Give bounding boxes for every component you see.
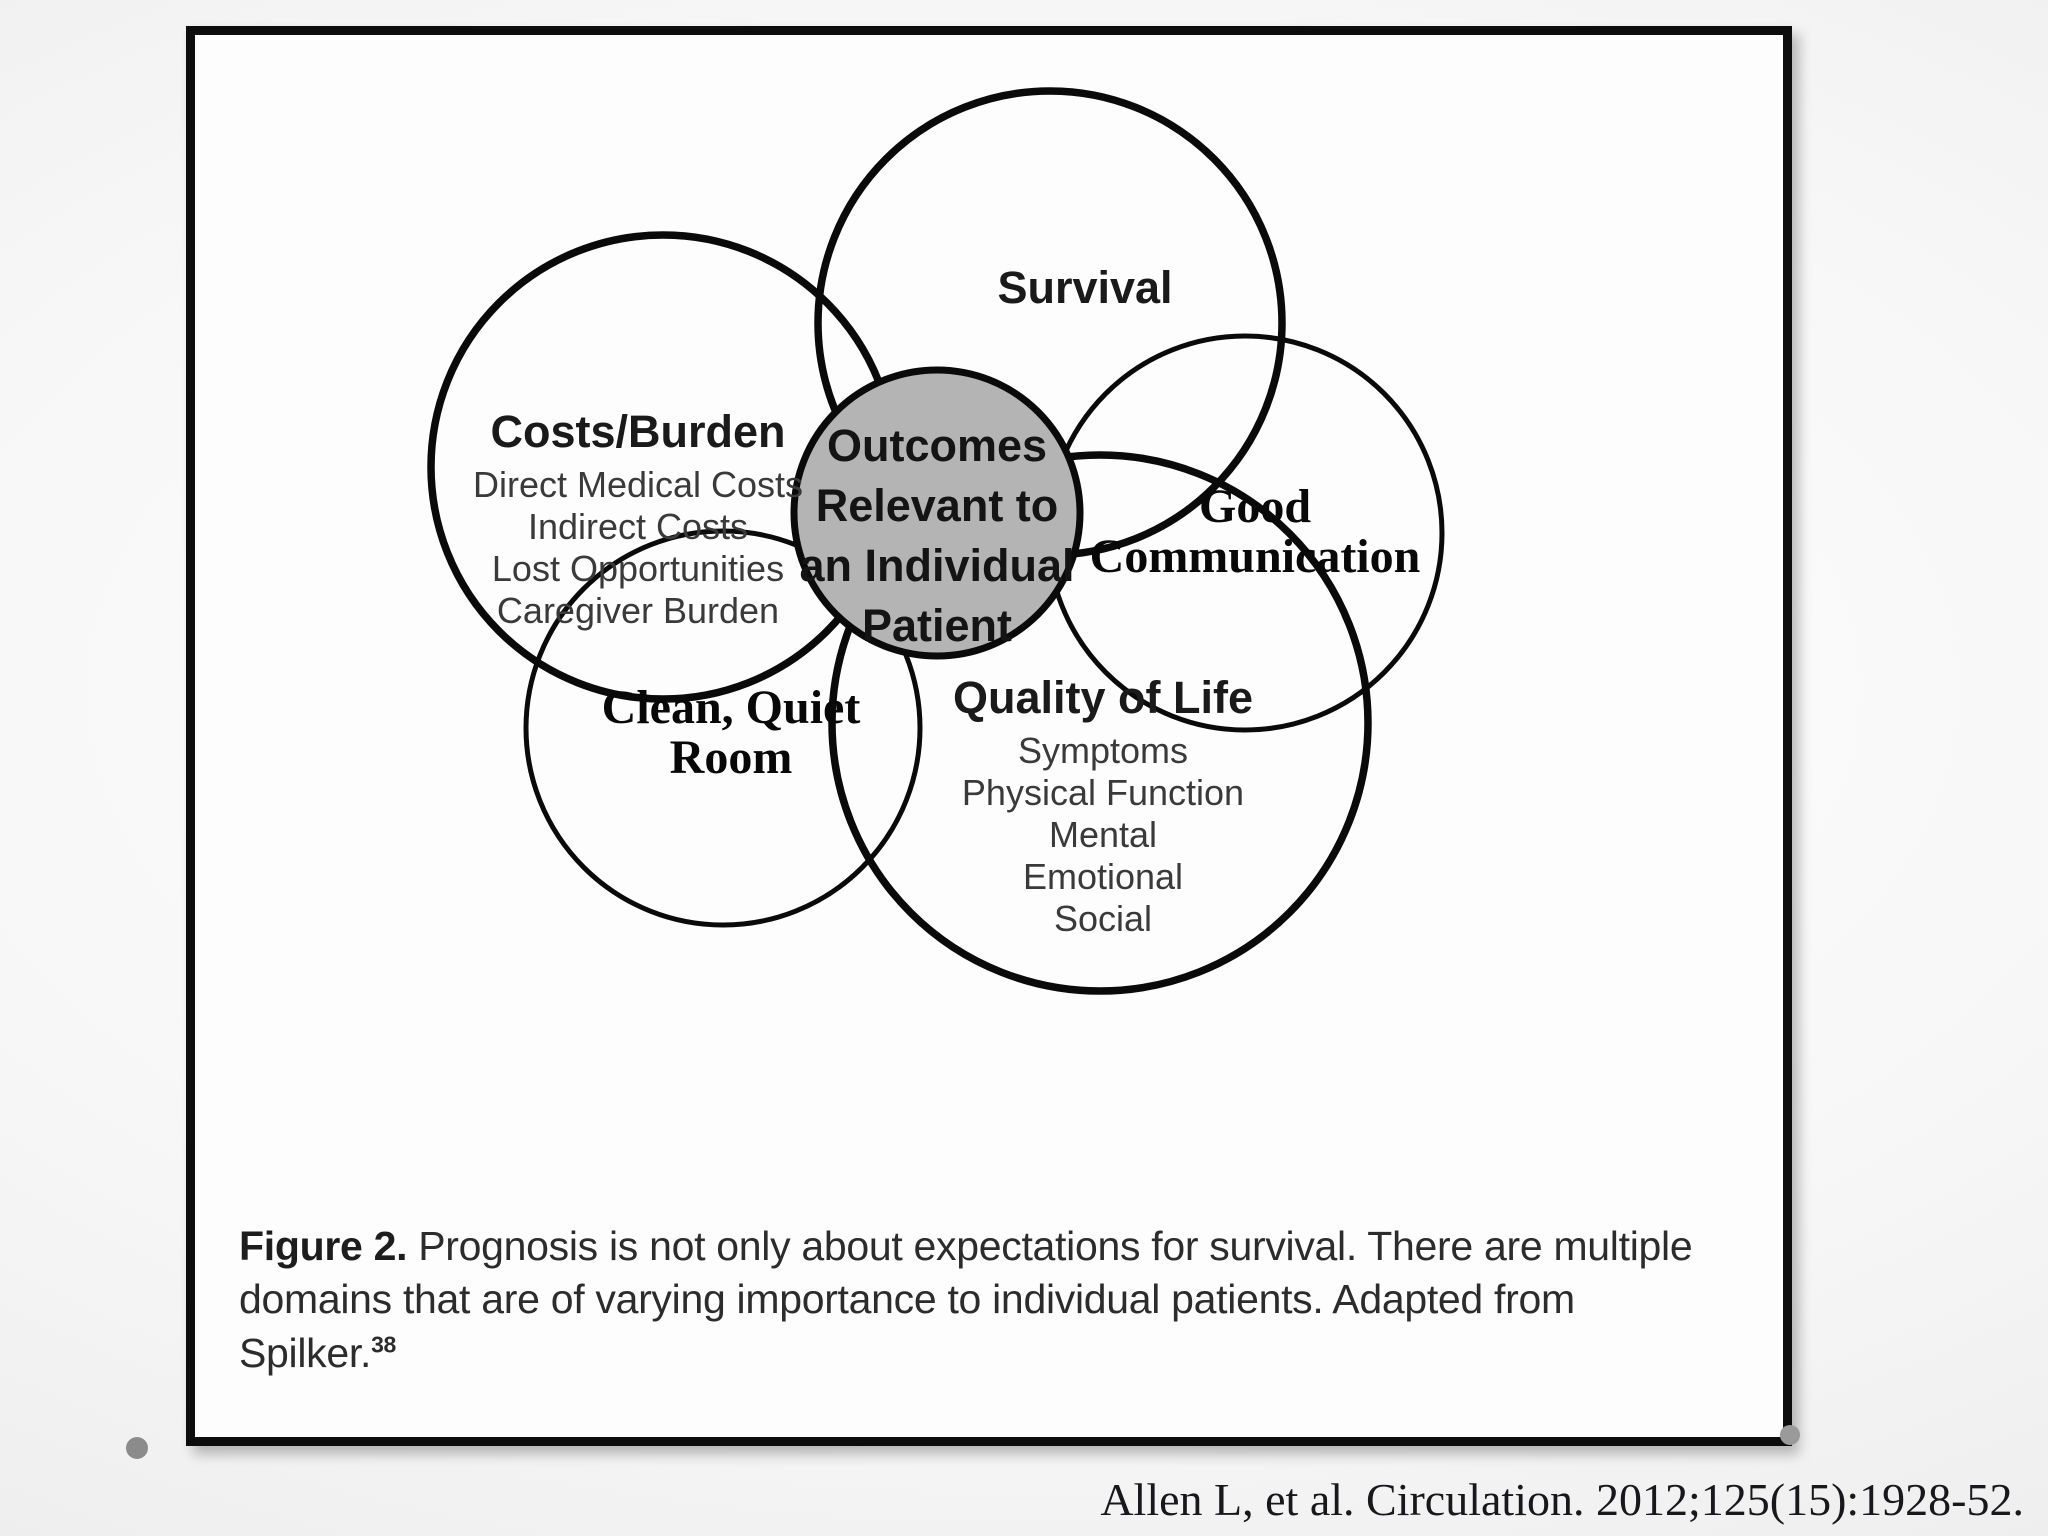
label-quality-of-life-title: Quality of Life — [953, 672, 1253, 723]
venn-diagram: Survival Costs/Burden Direct Medical Cos… — [195, 35, 1783, 1230]
label-quality-of-life-item-0: Symptoms — [1018, 730, 1188, 771]
label-costs-burden-item-0: Direct Medical Costs — [473, 464, 803, 505]
label-good-communication-line2: Communication — [1090, 530, 1421, 583]
decorative-dot-left — [126, 1437, 148, 1459]
figure-caption-text: Prognosis is not only about expectations… — [239, 1223, 1693, 1376]
figure-frame: Survival Costs/Burden Direct Medical Cos… — [186, 26, 1792, 1446]
label-center-line2: Relevant to — [816, 480, 1059, 531]
label-center-line4: Patient — [862, 600, 1012, 651]
label-quality-of-life-item-4: Social — [1054, 898, 1152, 939]
circle-quality-of-life — [828, 451, 1372, 995]
label-clean-quiet-room-line2: Room — [670, 731, 793, 784]
label-costs-burden-item-1: Indirect Costs — [528, 506, 748, 547]
figure-caption-number: Figure 2. — [239, 1223, 408, 1269]
label-costs-burden-title: Costs/Burden — [490, 406, 785, 457]
venn-svg: Survival Costs/Burden Direct Medical Cos… — [427, 87, 1445, 995]
label-costs-burden-item-3: Caregiver Burden — [497, 590, 779, 631]
label-costs-burden-item-2: Lost Opportunities — [492, 548, 784, 589]
figure-caption-superscript: 38 — [371, 1330, 396, 1357]
label-quality-of-life-item-1: Physical Function — [962, 772, 1244, 813]
figure-caption: Figure 2. Prognosis is not only about ex… — [239, 1220, 1739, 1380]
label-quality-of-life-item-2: Mental — [1049, 814, 1157, 855]
circle-clean-quiet-room — [523, 528, 923, 928]
label-good-communication-line1: Good — [1199, 480, 1311, 533]
decorative-dot-right — [1780, 1425, 1800, 1445]
label-survival-title: Survival — [997, 262, 1172, 313]
citation-text: Allen L, et al. Circulation. 2012;125(15… — [1100, 1474, 2024, 1525]
label-quality-of-life-item-3: Emotional — [1023, 856, 1183, 897]
label-center-line3: an Individual — [799, 540, 1074, 591]
label-clean-quiet-room-line1: Clean, Quiet — [602, 681, 861, 734]
label-center-line1: Outcomes — [827, 420, 1047, 471]
figure-inner: Survival Costs/Burden Direct Medical Cos… — [195, 35, 1783, 1437]
circle-center-outcomes — [790, 366, 1084, 660]
